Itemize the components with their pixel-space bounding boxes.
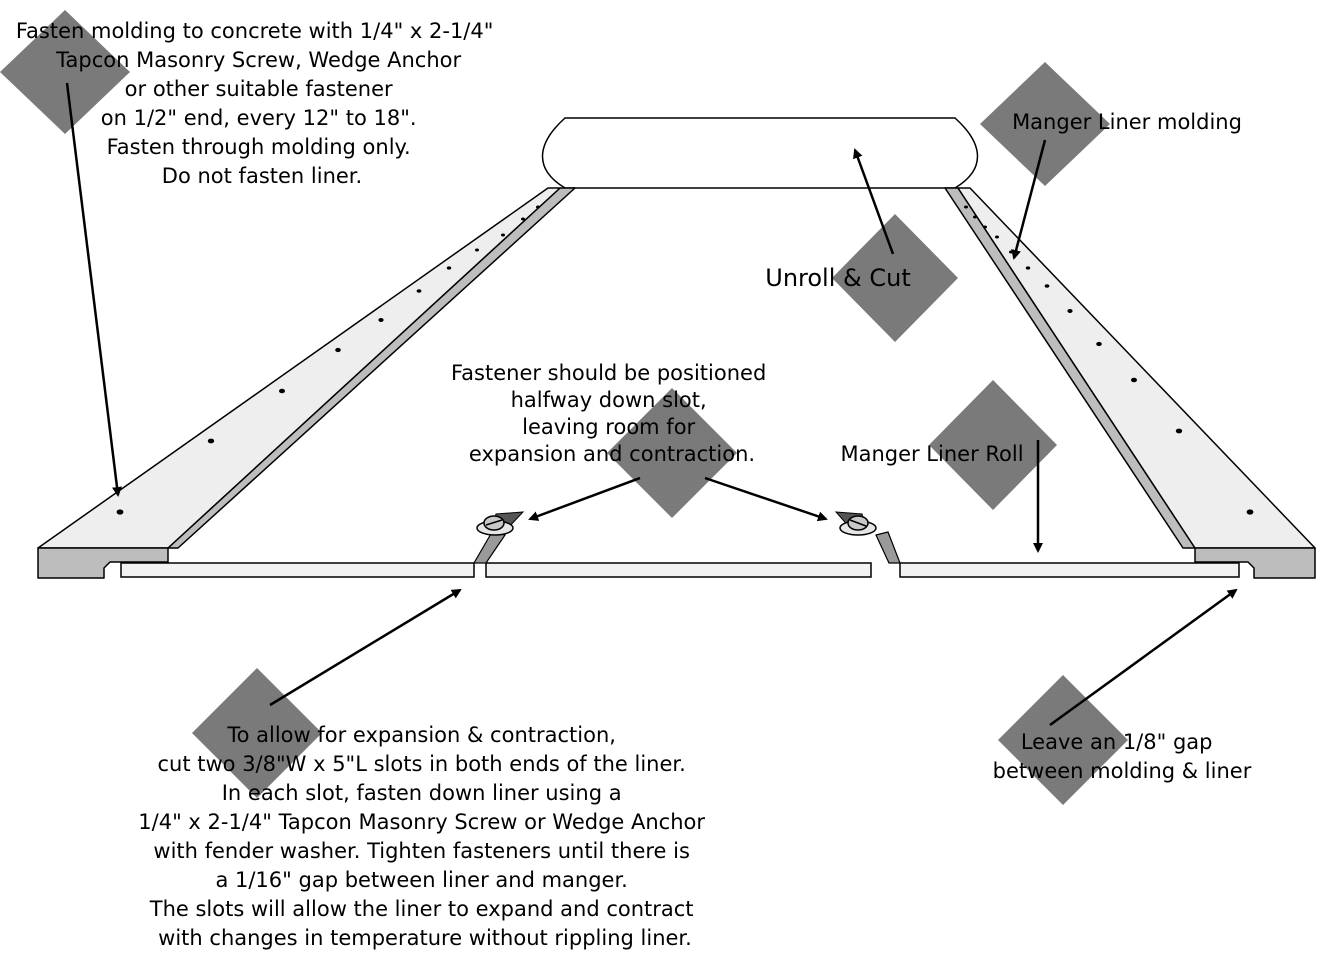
left-fastener-hole (536, 205, 540, 209)
slots-instructions-line: a 1/16" gap between liner and manger. (215, 868, 627, 892)
liner-section-middle (485, 562, 872, 578)
liner-section-left (120, 562, 475, 578)
right-fastener-hole (1096, 341, 1102, 347)
arrow-to-right-molding (1011, 139, 1047, 260)
slots-instructions-line: with changes in temperature without ripp… (158, 926, 692, 950)
screw-slot-right (849, 519, 867, 527)
right-molding-holes (964, 205, 1254, 515)
liner-roll (541, 117, 979, 189)
right-fastener-hole (983, 225, 987, 229)
unroll-cut-label: Unroll & Cut (765, 264, 911, 292)
slots-instructions-line: with fender washer. Tighten fasteners un… (153, 839, 690, 863)
left-fastener-hole (416, 289, 422, 293)
diamond-marker-molding (980, 62, 1110, 186)
left-fastener-hole (335, 347, 341, 353)
fastener-position-note: Fastener should be positioned halfway do… (451, 361, 773, 466)
arrow-to-liner-slot (269, 588, 462, 707)
liner-section-right (899, 562, 1240, 578)
liner-roll-body (541, 117, 979, 189)
left-molding-front (37, 547, 169, 579)
manger-liner-molding-label: Manger Liner molding (1012, 110, 1242, 134)
right-fastener-hole (1246, 509, 1254, 515)
diamond-marker-top-left (0, 10, 130, 134)
fasten-molding-line: on 1/2" end, every 12" to 18". (101, 106, 417, 130)
right-molding-front (1194, 547, 1316, 579)
arrow-to-liner-roll (853, 148, 895, 255)
diamond-marker-fastener (607, 388, 737, 518)
screw-slot-left (485, 519, 503, 526)
right-molding-top (957, 187, 1316, 549)
left-molding-holes (116, 205, 540, 515)
diamond-marker-gap (998, 675, 1128, 805)
gap-note-line: between molding & liner (993, 759, 1252, 783)
arrow-to-right-fastener (704, 476, 828, 522)
diamond-marker-roll (929, 380, 1057, 510)
slots-instructions-line: To allow for expansion & contraction, (226, 723, 616, 747)
right-fastener-hole (973, 215, 977, 219)
arrows (65, 82, 1238, 727)
gap-note: Leave an 1/8" gap between molding & line… (993, 730, 1252, 783)
arrow-to-left-fastener (528, 476, 641, 521)
right-fastener-hole (1025, 266, 1031, 270)
right-fastener-hole (1044, 284, 1050, 288)
diamond-marker-slots (192, 668, 322, 798)
fastener-position-line: Fastener should be positioned (451, 361, 766, 385)
left-fastener-hole (501, 233, 505, 237)
left-fastener-hole (207, 438, 215, 444)
diamond-marker-unroll (832, 214, 958, 342)
arrow-to-left-molding (65, 82, 122, 497)
right-fastener-hole (964, 205, 968, 209)
slots-instructions-note: To allow for expansion & contraction, cu… (138, 723, 711, 950)
liner-slot-left (472, 531, 506, 564)
right-fastener-hole (1131, 377, 1137, 383)
right-molding (944, 187, 1316, 579)
left-fastener-hole (521, 217, 525, 221)
fasten-molding-line: Fasten molding to concrete with 1/4" x 2… (16, 19, 494, 43)
left-fastener-hole (475, 248, 479, 252)
gap-note-line: Leave an 1/8" gap (1021, 730, 1213, 754)
fastener-position-line: leaving room for (522, 415, 695, 439)
slots-instructions-line: cut two 3/8"W x 5"L slots in both ends o… (158, 752, 686, 776)
fastener-position-line: halfway down slot, (511, 388, 707, 412)
fasten-molding-line: or other suitable fastener (125, 77, 393, 101)
right-fastener-hole (1067, 309, 1073, 313)
left-fastener-hole (116, 509, 124, 515)
left-fastener-hole (446, 266, 452, 270)
slots-instructions-line: In each slot, fasten down liner using a (222, 781, 622, 805)
fastener-right (834, 511, 877, 536)
liner-slot-right (875, 531, 901, 564)
fasten-molding-line: Do not fasten liner. (162, 164, 362, 188)
fastener-left (476, 511, 525, 536)
arrow-to-molding-gap (1049, 588, 1238, 727)
right-fastener-hole (1175, 428, 1183, 434)
right-fastener-hole (995, 235, 999, 239)
fasten-molding-line: Tapcon Masonry Screw, Wedge Anchor (55, 48, 461, 72)
manger-liner-roll-label: Manger Liner Roll (840, 442, 1023, 466)
left-fastener-hole (279, 388, 285, 394)
fasten-molding-line: Fasten through molding only. (107, 135, 411, 159)
fastener-position-line: expansion and contraction. (469, 442, 755, 466)
fasten-molding-note: Fasten molding to concrete with 1/4" x 2… (16, 19, 500, 188)
slots-instructions-line: 1/4" x 2-1/4" Tapcon Masonry Screw or We… (138, 810, 705, 834)
left-molding (37, 187, 576, 579)
slots-instructions-line: The slots will allow the liner to expand… (149, 897, 694, 921)
diamond-markers (0, 10, 1128, 805)
liner-sections (120, 531, 1240, 578)
right-fastener-hole (1009, 250, 1013, 254)
left-fastener-hole (378, 318, 384, 322)
